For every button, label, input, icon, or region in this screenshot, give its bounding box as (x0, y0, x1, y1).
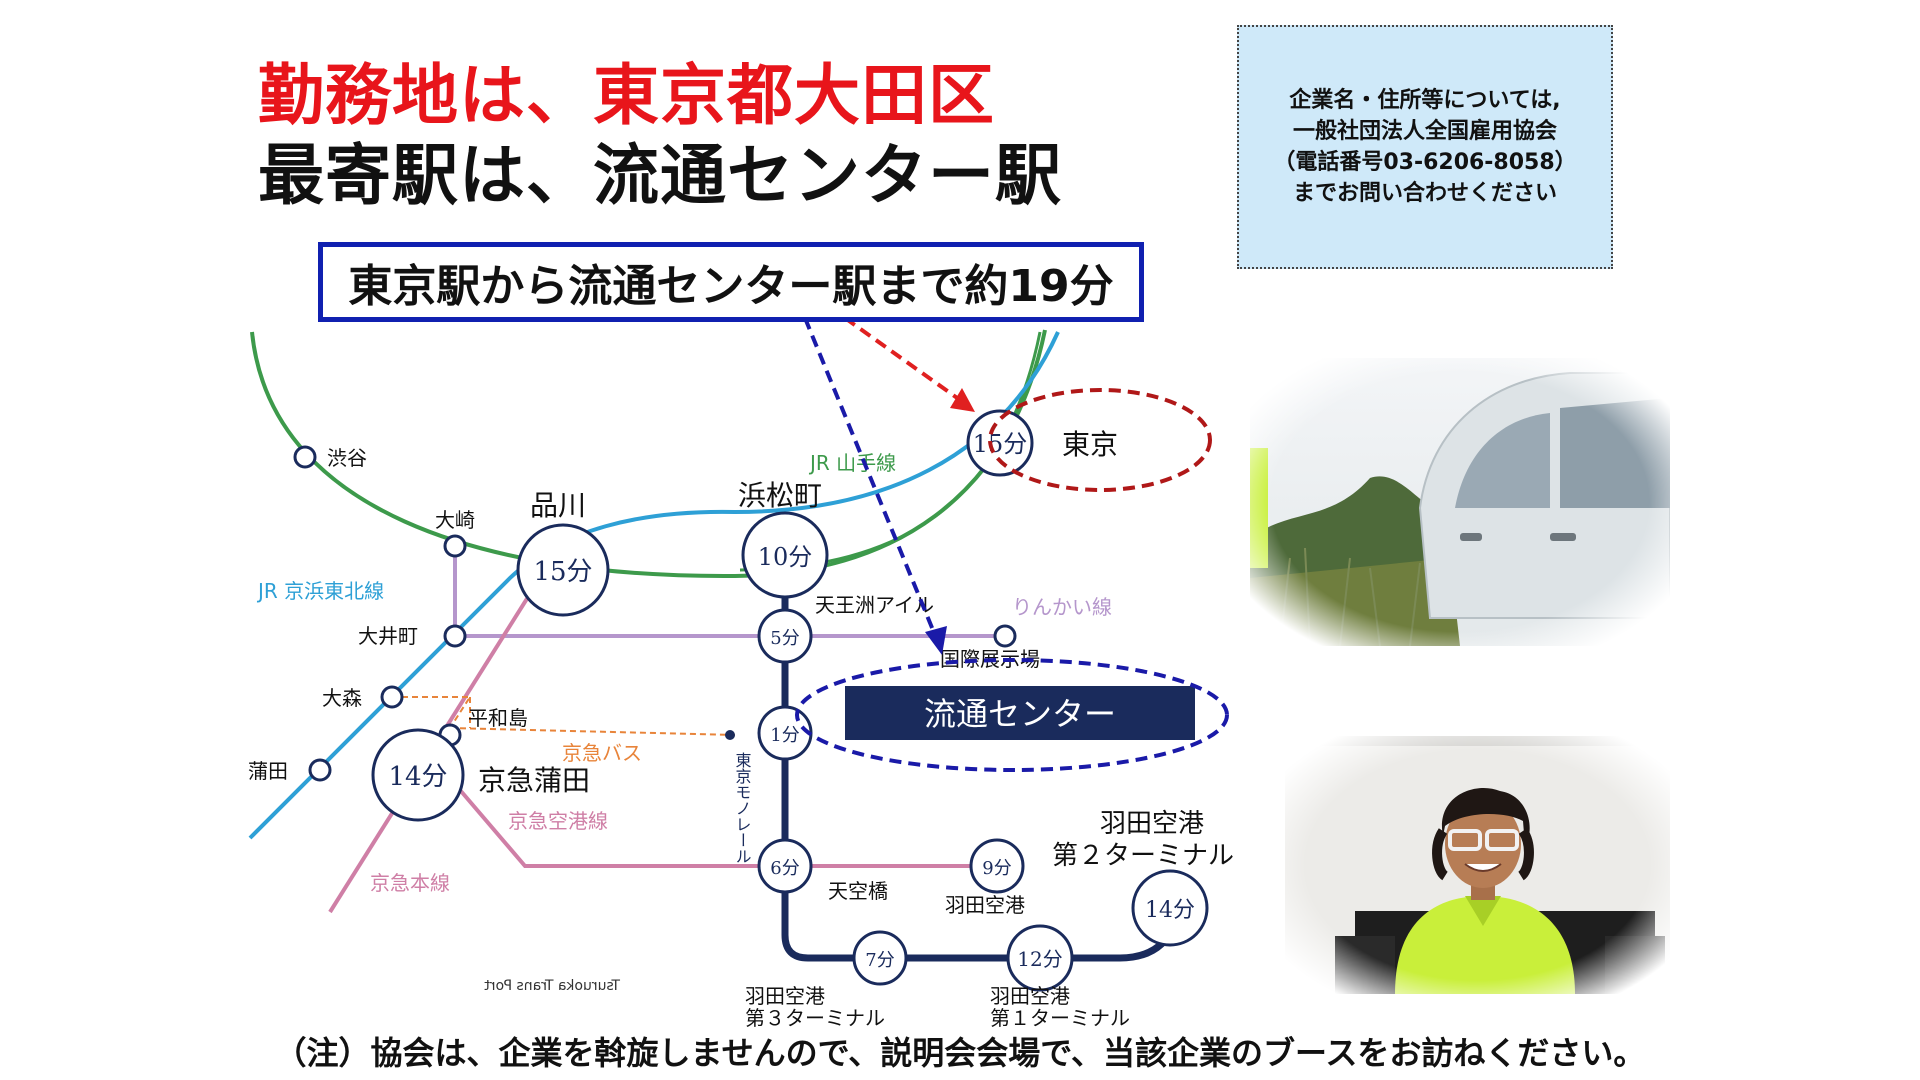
contact-line-3: （電話番号03-6206-8058） (1273, 150, 1577, 175)
station-haneda-t1-a: 羽田空港 (990, 984, 1070, 1008)
station-haneda-t1-b: 第１ターミナル (990, 1006, 1130, 1030)
label-rinkai: りんかい線 (1012, 595, 1112, 619)
time-circle-haneda-t3 (852, 930, 908, 986)
station-hamamatsucho: 浜松町 (738, 479, 822, 512)
ryutsu-center-box (845, 686, 1195, 740)
station-tenkubashi: 天空橋 (828, 879, 888, 903)
time-hamamatsucho: 10分 (758, 543, 813, 571)
station-haneda-t3-a: 羽田空港 (745, 984, 825, 1008)
station-oimachi: 大井町 (358, 624, 418, 648)
time-circle-keikyu-kamata (371, 728, 465, 822)
station-dot-kokusai (993, 624, 1017, 648)
time-circle-haneda-t1 (1006, 924, 1074, 992)
station-dot-oimachi (443, 624, 467, 648)
map-credit: Tsuruoka Trans Port (484, 978, 621, 994)
highlight-ellipse-tokyo (988, 388, 1212, 492)
keikyu-bus-line (392, 696, 736, 736)
time-circle-haneda (969, 838, 1025, 894)
contact-line-2: 一般社団法人全国雇用協会 (1292, 119, 1557, 144)
label-keikyu-main: 京急本線 (370, 871, 450, 895)
time-tenkubashi: 6分 (770, 858, 799, 879)
time-circle-tokyo (966, 409, 1034, 477)
contact-line-1: 企業名・住所等については, (1289, 88, 1561, 113)
station-heiwajima: 平和島 (468, 706, 528, 730)
station-dot-shibuya (293, 445, 317, 469)
route-time-box: 東京駅から流通センター駅まで約19分 (318, 242, 1144, 322)
arrowhead-ryutsu (925, 626, 947, 655)
station-omori: 大森 (322, 686, 362, 710)
station-dot-osaki (443, 534, 467, 558)
station-haneda-t2-a: 羽田空港 (1100, 809, 1204, 839)
headline-station: 最寄駅は、流通センター駅 (258, 137, 1062, 214)
station-tennozu: 天王洲アイル (815, 593, 934, 617)
time-haneda-t3: 7分 (865, 950, 894, 971)
keikyu-airport-line (458, 788, 1000, 868)
time-ryutsu: 1分 (770, 725, 799, 746)
time-shinagawa: 15分 (533, 557, 592, 587)
time-haneda-t1: 12分 (1017, 947, 1062, 971)
time-haneda: 9分 (982, 858, 1011, 879)
arrowhead-tokyo (950, 388, 975, 412)
time-tennozu: 5分 (770, 628, 799, 649)
label-keikyu-bus: 京急バス (562, 741, 642, 765)
footer-note: （注）協会は、企業を斡旋しませんので、説明会会場で、当該企業のブースをお訪ねくだ… (274, 1034, 1646, 1072)
station-dot-kamata (308, 758, 332, 782)
time-tokyo: 15分 (973, 430, 1028, 458)
time-circle-tenkubashi (757, 838, 813, 894)
time-keikyu-kamata: 14分 (388, 762, 447, 792)
station-keikyu-kamata: 京急蒲田 (478, 764, 590, 797)
highlight-ellipse-ryutsu (795, 658, 1229, 772)
station-kamata: 蒲田 (248, 759, 288, 783)
contact-line-4: までお問い合わせください (1292, 181, 1557, 206)
station-shibuya: 渋谷 (327, 446, 367, 470)
time-circle-hamamatsucho (741, 511, 829, 599)
station-ryutsu: 流通センター (924, 695, 1116, 733)
time-circle-shinagawa (516, 523, 610, 617)
photo-van (1250, 358, 1670, 646)
station-haneda: 羽田空港 (945, 893, 1025, 917)
station-dot-omori (380, 685, 404, 709)
time-circle-haneda-t2 (1131, 869, 1209, 947)
station-tokyo: 東京 (1062, 428, 1118, 461)
arrow-to-ryutsu (803, 317, 937, 636)
contact-info-box: 企業名・住所等については, 一般社団法人全国雇用協会 （電話番号03-6206-… (1237, 25, 1613, 269)
label-yamanote: JR 山手線 (808, 451, 896, 475)
label-keihin: JR 京浜東北線 (256, 579, 384, 603)
time-haneda-t2: 14分 (1145, 898, 1195, 923)
yamanote-line (250, 329, 1047, 579)
time-circle-tennozu (757, 608, 813, 664)
label-monorail: 東京モノレール (733, 752, 752, 864)
station-haneda-t3-b: 第３ターミナル (745, 1006, 885, 1030)
headline-location: 勤務地は、東京都大田区 (258, 57, 995, 134)
arrow-to-tokyo (843, 316, 962, 402)
bus-stop-dot (725, 730, 735, 740)
photo-person (1285, 736, 1670, 994)
station-haneda-t2-b: 第２ターミナル (1052, 841, 1234, 871)
station-osaki: 大崎 (435, 508, 475, 532)
label-keikyu-airport: 京急空港線 (508, 809, 608, 833)
station-shinagawa: 品川 (530, 489, 586, 522)
